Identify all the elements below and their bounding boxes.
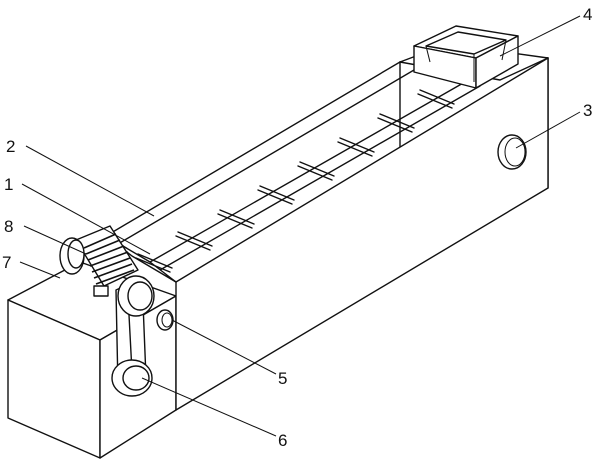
discharge-port	[497, 134, 527, 170]
label-6: 6	[278, 431, 287, 450]
feed-hopper	[399, 25, 549, 89]
label-4: 4	[583, 5, 592, 24]
conveyor-slats	[135, 89, 455, 273]
leader-lines	[19, 15, 581, 437]
belt-drive	[111, 275, 155, 397]
label-1: 1	[4, 175, 13, 194]
label-5: 5	[278, 369, 287, 388]
callout-labels: 2 1 8 7 4 3 5 6	[2, 5, 592, 450]
shaft-bearing	[156, 309, 174, 331]
label-2: 2	[6, 137, 15, 156]
drive-motor	[59, 225, 139, 297]
label-7: 7	[2, 253, 11, 272]
label-3: 3	[583, 101, 592, 120]
label-8: 8	[4, 217, 13, 236]
